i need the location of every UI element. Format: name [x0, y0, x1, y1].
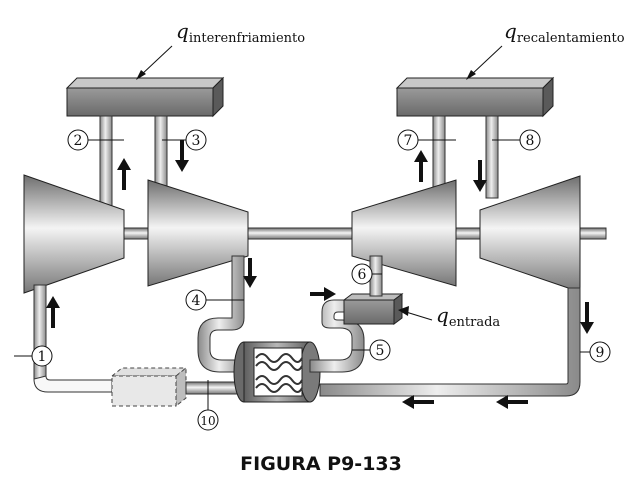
state-numbers: 1 2 3 4 5 6 7 8 9 10 — [38, 133, 605, 428]
figure-caption: FIGURA P9-133 — [240, 453, 402, 475]
dashed-unit — [110, 366, 188, 408]
state-2-circle — [67, 129, 89, 151]
flow-arrows — [46, 140, 594, 409]
q-heat-in-label: qentrada — [436, 303, 500, 330]
state-4-number: 4 — [192, 293, 201, 309]
state-leaders — [14, 139, 590, 410]
state-6-circle — [351, 263, 373, 285]
heat-leaders — [136, 45, 503, 321]
state-9-number: 9 — [596, 345, 605, 361]
pipe-9 — [319, 287, 581, 397]
state-10-circle — [197, 409, 219, 431]
state-9-circle — [589, 341, 611, 363]
state-4-circle — [185, 289, 207, 311]
state-5-circle — [369, 339, 391, 361]
state-10-number: 10 — [200, 414, 215, 428]
regenerator — [233, 341, 321, 403]
reheater-box — [395, 76, 555, 118]
q-reheating-label: qrecalentamiento — [504, 19, 625, 46]
inlet-pipe-bend — [33, 375, 113, 393]
state-8-number: 8 — [526, 133, 535, 149]
reheater-pipes — [432, 115, 499, 199]
state-2-number: 2 — [74, 133, 83, 149]
state-5-number: 5 — [376, 343, 385, 359]
combustion-chamber — [342, 293, 404, 325]
state-7-circle — [397, 129, 419, 151]
state-7-number: 7 — [404, 133, 413, 149]
q-intercooling-label: qinterenfriamiento — [176, 19, 305, 46]
state-8-circle — [519, 129, 541, 151]
state-markers — [31, 129, 611, 431]
state-3-circle — [185, 129, 207, 151]
compressor-high-pressure — [147, 179, 249, 287]
intercooler-box — [65, 76, 225, 118]
state-3-number: 3 — [192, 133, 201, 149]
compressor-low-pressure — [23, 174, 125, 294]
state-1-number: 1 — [38, 349, 47, 365]
state-1-circle — [31, 345, 53, 367]
pipe-4 — [197, 255, 246, 373]
state-6-number: 6 — [358, 267, 367, 283]
